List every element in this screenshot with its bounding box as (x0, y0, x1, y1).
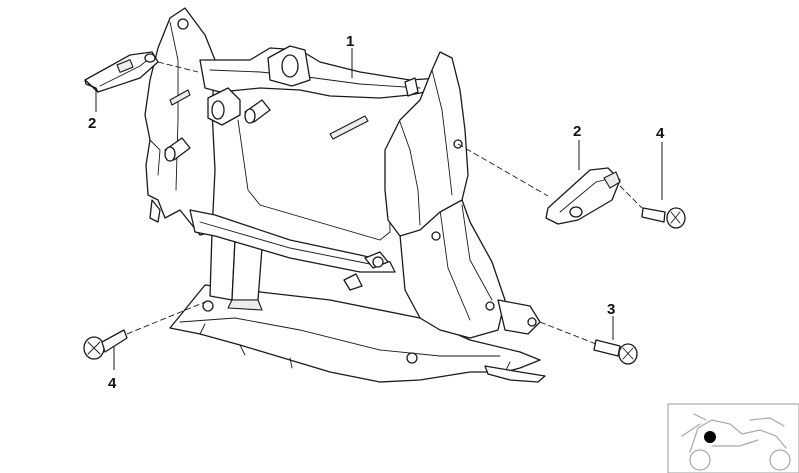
bolt-lower-right[interactable] (593, 339, 638, 365)
callout-bolt-lower-right: 3 (607, 301, 615, 318)
locator-thumbnail[interactable] (667, 403, 799, 473)
callout-bolt-right: 4 (656, 125, 665, 142)
instrument-panel-carrier-frame[interactable] (144, 7, 546, 383)
callout-holder-right: 2 (573, 123, 581, 140)
location-marker-icon (704, 431, 716, 443)
bolt-left[interactable] (83, 329, 128, 360)
holder-right[interactable] (545, 167, 621, 225)
callout-frame: 1 (346, 33, 354, 50)
callout-bolt-left: 4 (108, 375, 117, 392)
holder-left[interactable] (84, 51, 159, 93)
callout-holder-left: 2 (88, 115, 96, 132)
bolt-right[interactable] (641, 207, 686, 229)
